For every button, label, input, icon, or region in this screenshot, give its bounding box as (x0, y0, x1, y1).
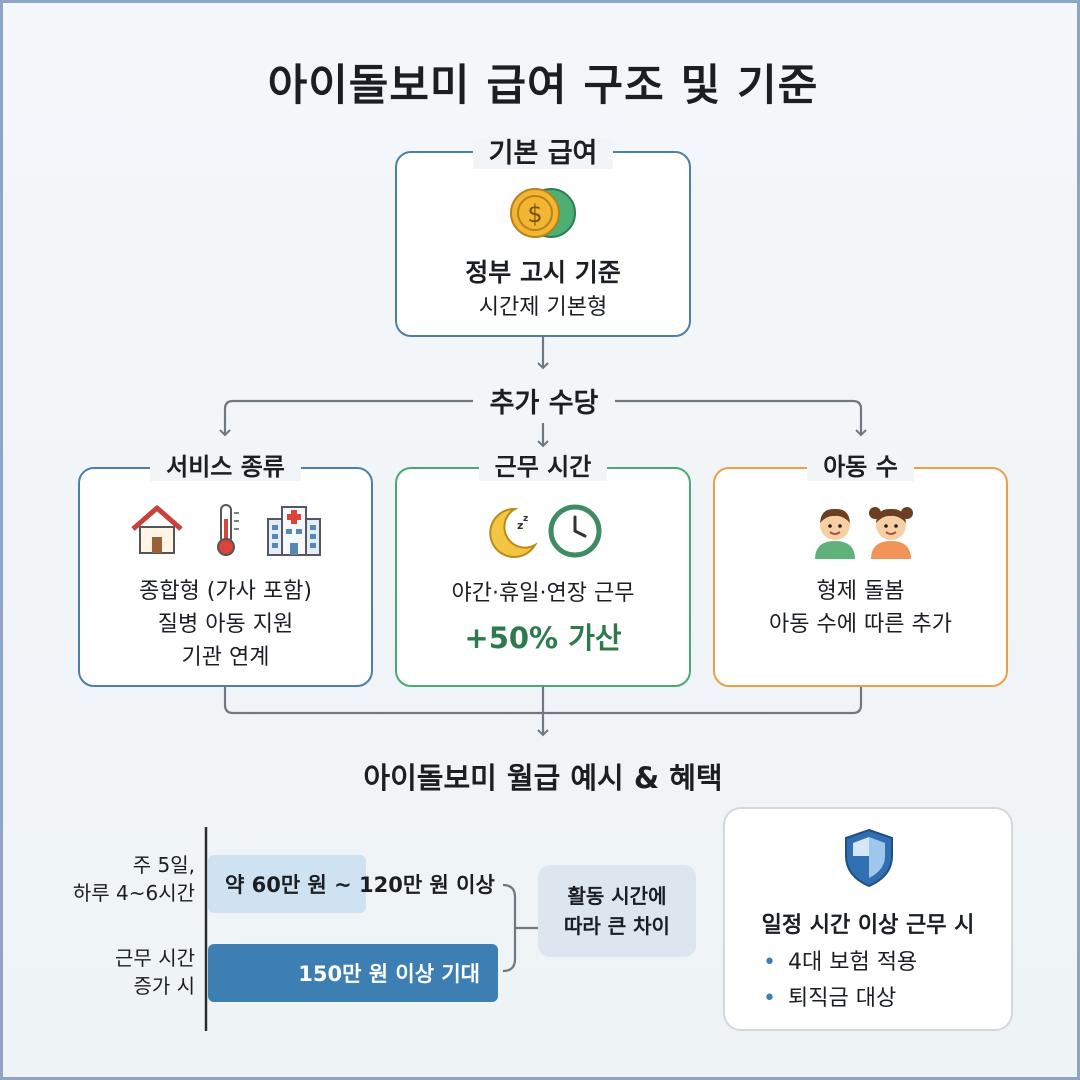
bars-bracket (503, 885, 515, 971)
child-count-line1: 형제 돌봄 (715, 575, 1006, 608)
service-type-box: 서비스 종류 종합형 (가사 포함) 질병 아동 지원 (78, 467, 373, 687)
thermometer-icon (212, 501, 242, 559)
work-hours-label: 근무 시간 (479, 453, 608, 481)
svg-text:$: $ (527, 200, 542, 228)
child-count-label: 아동 수 (807, 453, 914, 481)
base-pay-line1: 정부 고시 기준 (397, 253, 689, 289)
work-hours-highlight: +50% 가산 (397, 615, 689, 657)
service-line-2: 질병 아동 지원 (80, 608, 371, 641)
child-count-line2: 아동 수에 따른 추가 (715, 608, 1006, 641)
salary-note: 활동 시간에 따라 큰 차이 (538, 865, 696, 957)
hospital-icon (264, 501, 324, 557)
salary-note-line1: 활동 시간에 (538, 881, 696, 911)
work-hours-line1: 야간·휴일·연장 근무 (397, 575, 689, 607)
service-type-label: 서비스 종류 (150, 453, 301, 481)
benefit-item-2: 퇴직금 대상 (763, 981, 917, 1017)
child-count-lines: 형제 돌봄 아동 수에 따른 추가 (715, 575, 1006, 641)
salary-row2-label-line1: 근무 시간 (43, 944, 195, 972)
salary-row2-label-line2: 증가 시 (43, 972, 195, 1000)
base-pay-label: 기본 급여 (473, 138, 614, 169)
work-hours-box: 근무 시간 z z 야간·휴일·연장 근무 +50% 가산 (395, 467, 691, 687)
house-icon (128, 503, 186, 557)
salary-row1-label: 주 5일, 하루 4~6시간 (43, 851, 195, 907)
salary-row1-value: 약 60만 원 ~ 120만 원 이상 (225, 869, 495, 899)
moon-icon: z z (487, 503, 539, 559)
child-count-box: 아동 수 형제 돌봄 아동 수에 따른 추가 (713, 467, 1008, 687)
shield-icon (841, 827, 897, 889)
salary-row1-label-line1: 주 5일, (43, 851, 195, 879)
benefits-title: 일정 시간 이상 근무 시 (725, 907, 1011, 939)
salary-note-line2: 따라 큰 차이 (538, 911, 696, 941)
salary-row2-value: 150만 원 이상 기대 (208, 958, 480, 988)
benefits-list: 4대 보험 적용 퇴직금 대상 (763, 945, 917, 1017)
benefit-item-1: 4대 보험 적용 (763, 945, 917, 981)
allowance-label: 추가 수당 (473, 381, 615, 420)
service-line-3: 기관 연계 (80, 641, 371, 674)
arrow-to-service (225, 401, 473, 435)
salary-row1-label-line2: 하루 4~6시간 (43, 879, 195, 907)
base-pay-line2: 시간제 기본형 (397, 289, 689, 321)
coins-icon: $ (505, 185, 581, 241)
salary-row2-label: 근무 시간 증가 시 (43, 944, 195, 1000)
svg-text:z: z (523, 514, 528, 524)
service-line-1: 종합형 (가사 포함) (80, 575, 371, 608)
arrow-to-children (615, 401, 861, 435)
base-pay-box: 기본 급여 $ 정부 고시 기준 시간제 기본형 (395, 151, 691, 337)
service-type-lines: 종합형 (가사 포함) 질병 아동 지원 기관 연계 (80, 575, 371, 674)
children-icon (809, 501, 917, 559)
benefits-box: 일정 시간 이상 근무 시 4대 보험 적용 퇴직금 대상 (723, 807, 1013, 1031)
clock-icon (547, 503, 603, 559)
section2-title: 아이돌보미 월급 예시 & 혜택 (3, 755, 1080, 797)
